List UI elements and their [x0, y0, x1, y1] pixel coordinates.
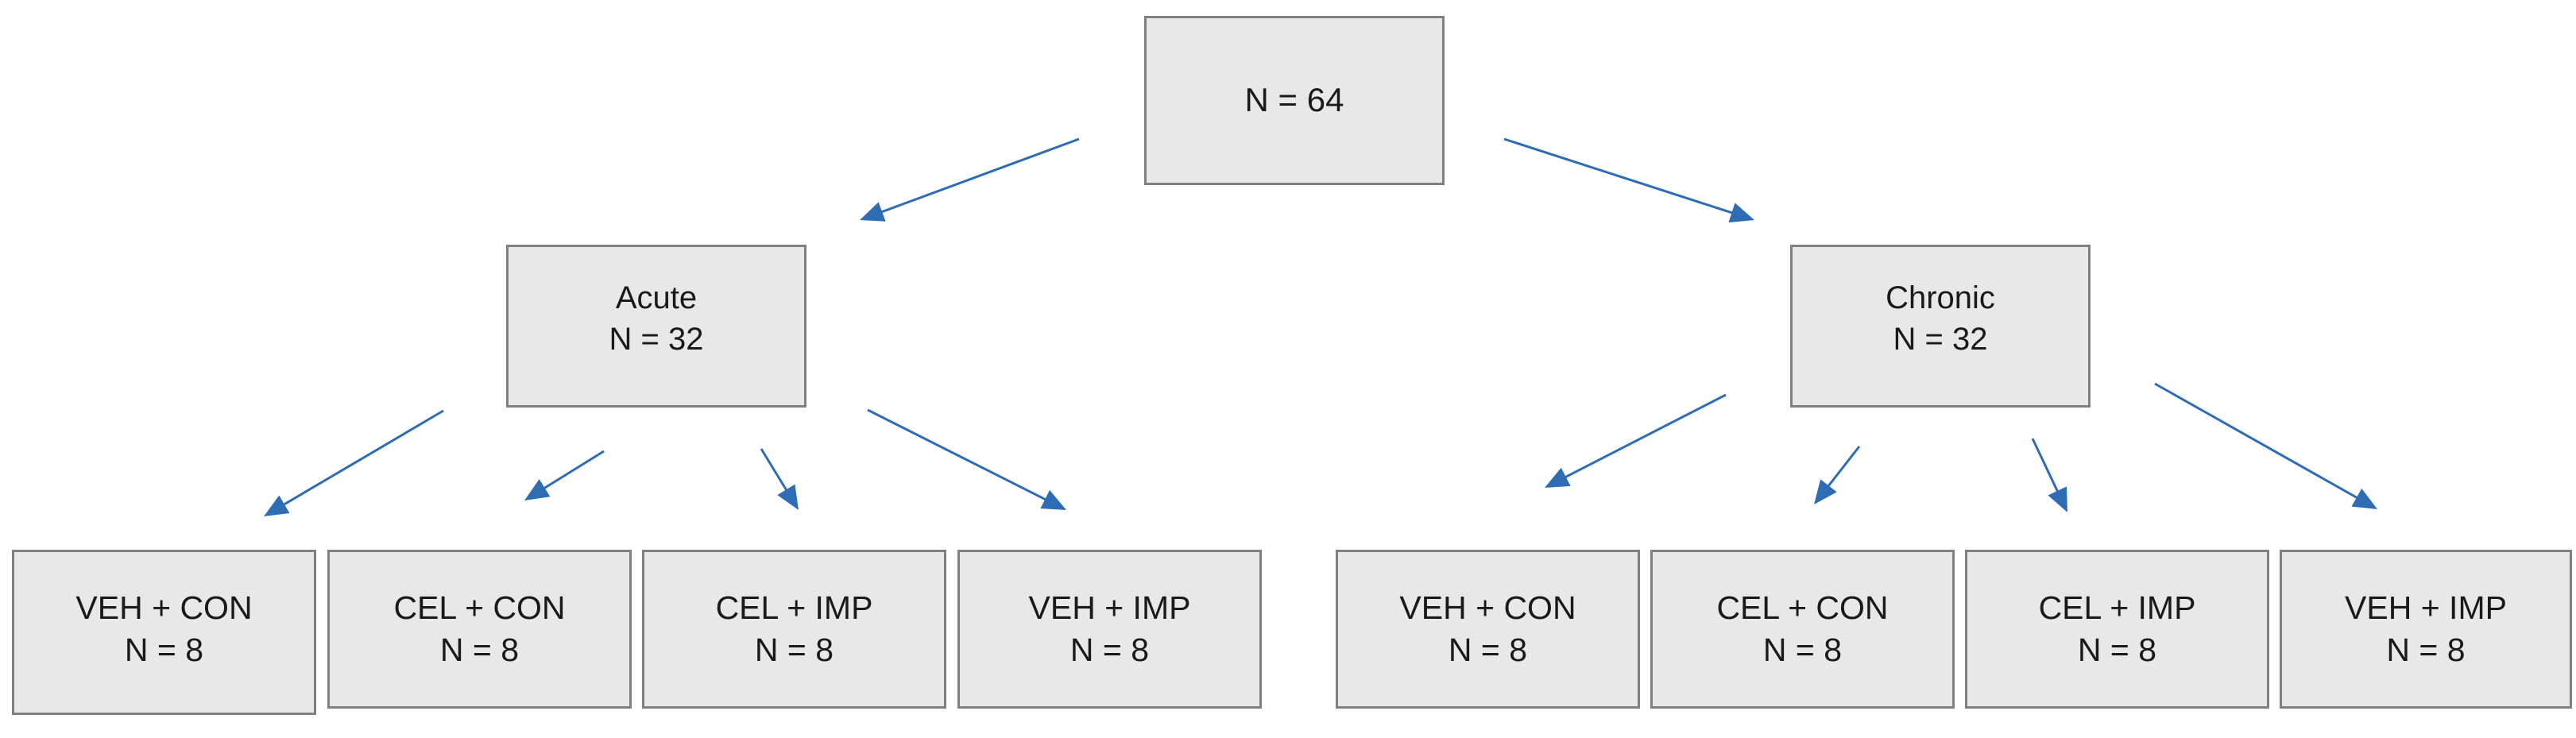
edge-line [2154, 382, 2361, 501]
node-label: CEL + IMP [715, 589, 873, 626]
node-count: N = 8 [1762, 632, 1843, 669]
node-count: N = 8 [439, 632, 520, 669]
edge-line [540, 450, 605, 492]
node-chronic-cel-con[interactable]: CEL + CON N = 8 [1650, 550, 1955, 709]
node-chronic-veh-con[interactable]: VEH + CON N = 8 [1336, 550, 1640, 709]
edge-chronic-to-2 [1814, 446, 1861, 504]
node-count: N = 32 [609, 322, 704, 357]
edge-line [279, 409, 444, 508]
edge-line [1561, 393, 1727, 481]
edge-root-to-chronic [1503, 137, 1754, 223]
node-count: N = 64 [1244, 81, 1344, 119]
arrowhead-icon [777, 484, 799, 510]
node-label: VEH + IMP [2345, 589, 2507, 626]
node-chronic-cel-imp[interactable]: CEL + IMP N = 8 [1965, 550, 2269, 709]
node-chronic[interactable]: Chronic N = 32 [1790, 245, 2091, 408]
edge-acute-to-4 [867, 408, 1066, 510]
edge-chronic-to-3 [2031, 438, 2067, 512]
edge-acute-to-2 [524, 450, 605, 500]
arrowhead-icon [1728, 203, 1754, 223]
edge-line [1824, 446, 1861, 491]
node-acute-cel-imp[interactable]: CEL + IMP N = 8 [642, 550, 946, 709]
edge-line [760, 448, 790, 495]
edge-line [2031, 438, 2061, 496]
node-label: Chronic [1886, 280, 1995, 315]
node-root[interactable]: N = 64 [1144, 16, 1445, 185]
arrowhead-icon [2351, 488, 2377, 509]
node-label: CEL + IMP [2038, 589, 2196, 626]
node-label: VEH + IMP [1028, 589, 1191, 626]
node-count: N = 8 [2077, 632, 2157, 669]
node-count: N = 32 [1893, 322, 1988, 357]
node-count: N = 8 [754, 632, 834, 669]
node-count: N = 8 [2386, 632, 2466, 669]
arrowhead-icon [2048, 486, 2067, 512]
node-count: N = 8 [1448, 632, 1528, 669]
edge-chronic-to-4 [2154, 382, 2377, 509]
arrowhead-icon [524, 479, 551, 500]
arrowhead-icon [264, 495, 290, 516]
edge-chronic-to-1 [1545, 393, 1727, 488]
node-count: N = 8 [1069, 632, 1150, 669]
edge-acute-to-1 [264, 409, 444, 516]
node-label: VEH + CON [75, 589, 253, 626]
arrowhead-icon [1814, 479, 1837, 504]
node-label: Acute [615, 280, 698, 315]
arrowhead-icon [1545, 467, 1571, 488]
node-acute[interactable]: Acute N = 32 [506, 245, 806, 408]
node-label: CEL + CON [1716, 589, 1889, 626]
node-acute-veh-con[interactable]: VEH + CON N = 8 [12, 550, 316, 715]
node-label: VEH + CON [1399, 589, 1576, 626]
edge-line [867, 408, 1050, 503]
arrowhead-icon [860, 202, 886, 222]
edge-line [1503, 137, 1737, 216]
node-label: CEL + CON [393, 589, 566, 626]
node-count: N = 8 [124, 632, 204, 669]
node-acute-cel-con[interactable]: CEL + CON N = 8 [327, 550, 632, 709]
edge-root-to-acute [860, 137, 1080, 222]
edge-line [876, 137, 1080, 215]
node-acute-veh-imp[interactable]: VEH + IMP N = 8 [957, 550, 1262, 709]
node-chronic-veh-imp[interactable]: VEH + IMP N = 8 [2280, 550, 2572, 709]
edge-acute-to-3 [760, 448, 799, 510]
arrowhead-icon [1040, 489, 1066, 510]
